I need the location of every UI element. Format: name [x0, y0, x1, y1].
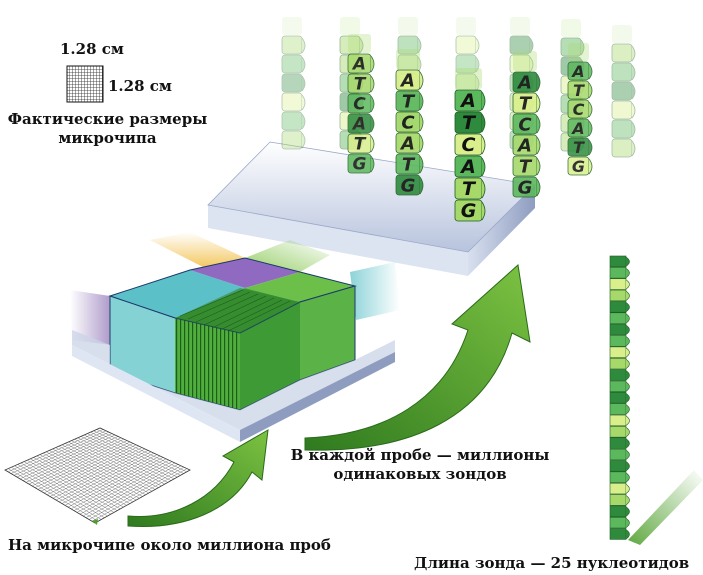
- probe-shadow: [628, 470, 703, 545]
- nucleotide-letter: G: [401, 175, 416, 196]
- nucleotide-unit: [609, 278, 630, 290]
- actual-size-line-2: микрочипа: [58, 128, 157, 147]
- nucleotide-letter: T: [519, 93, 533, 114]
- nucleotide-letter: T: [573, 81, 585, 100]
- actual-size-caption: Фактические размеры микрочипа: [0, 110, 215, 148]
- chip-height-label: 1.28 см: [108, 77, 172, 95]
- nucleotide-letter: A: [399, 133, 415, 154]
- nucleotide-letter: A: [516, 72, 532, 93]
- nucleotide-letter: A: [459, 156, 476, 178]
- nucleotide-unit: [609, 516, 630, 529]
- nucleotide-unit: [609, 403, 630, 415]
- nucleotide-letter: T: [354, 75, 367, 95]
- single-probe-25-nucleotides: [609, 255, 630, 540]
- probe-platform: [207, 141, 536, 276]
- chip-width-label: 1.28 см: [60, 40, 124, 58]
- nucleotide-letter: A: [570, 62, 584, 81]
- nucleotide-unit: [609, 494, 630, 506]
- flat-grid-chip: [4, 427, 191, 525]
- actual-size-chip: [66, 65, 104, 103]
- nucleotide-unit: [609, 357, 630, 370]
- nucleotide-unit: [609, 335, 630, 347]
- nucleotide-unit: [609, 448, 630, 461]
- arrow-to-closeup: [127, 429, 269, 527]
- nucleotide-letter: T: [462, 178, 477, 200]
- nucleotide-letter: C: [353, 95, 366, 115]
- nucleotide-unit: [609, 301, 630, 313]
- nucleotide-unit: [609, 460, 630, 472]
- nucleotide-unit: [609, 323, 630, 336]
- nucleotide-unit: [609, 392, 630, 404]
- nucleotide-letter: G: [518, 177, 533, 198]
- nucleotide-letter: C: [401, 112, 415, 133]
- nucleotide-unit: [609, 471, 630, 483]
- nucleotide-unit: [609, 505, 630, 517]
- arrow-to-probes: [304, 264, 531, 451]
- nucleotide-letter: G: [461, 200, 477, 222]
- nucleotide-unit: [609, 380, 630, 393]
- nucleotide-unit: [609, 369, 630, 381]
- each-probe-line-1: В каждой пробе — миллионы: [290, 446, 550, 464]
- nucleotide-unit: [609, 255, 630, 268]
- each-probe-caption: В каждой пробе — миллионы одинаковых зон…: [270, 446, 570, 484]
- nucleotide-letter: A: [351, 115, 366, 135]
- nucleotide-letter: A: [399, 70, 415, 91]
- nucleotide-letter: T: [354, 135, 367, 155]
- chip-closeup: [70, 232, 400, 442]
- nucleotide-letter: T: [519, 156, 533, 177]
- nucleotide-letter: A: [351, 55, 366, 75]
- nucleotide-letter: C: [518, 114, 532, 135]
- actual-size-line-1: Фактические размеры: [7, 110, 208, 128]
- nucleotide-letter: T: [573, 138, 585, 157]
- probes-on-chip-caption: На микрочипе около миллиона проб: [8, 536, 331, 554]
- nucleotide-letter: T: [402, 91, 416, 112]
- each-probe-line-2: одинаковых зондов: [333, 464, 507, 483]
- probe-column: [281, 17, 306, 150]
- nucleotide-letter: C: [462, 134, 476, 156]
- nucleotide-unit: [609, 312, 630, 324]
- nucleotide-letter: T: [402, 154, 416, 175]
- nucleotide-unit: [609, 528, 630, 540]
- nucleotide-letter: A: [516, 135, 532, 156]
- nucleotide-unit: [609, 482, 630, 495]
- nucleotide-unit: [609, 426, 630, 438]
- nucleotide-letter: G: [353, 155, 367, 175]
- nucleotide-unit: [609, 414, 630, 427]
- nucleotide-unit: [609, 346, 630, 358]
- nucleotide-letter: A: [570, 119, 584, 138]
- probe-length-caption: Длина зонда — 25 нуклеотидов: [414, 554, 690, 572]
- nucleotide-letter: T: [462, 112, 477, 134]
- nucleotide-unit: [609, 289, 630, 302]
- nucleotide-unit: [609, 267, 630, 279]
- probe-column: [611, 25, 636, 158]
- nucleotide-letter: C: [573, 100, 585, 119]
- nucleotide-letter: G: [572, 157, 585, 176]
- nucleotide-letter: A: [459, 90, 476, 112]
- nucleotide-unit: [609, 437, 630, 449]
